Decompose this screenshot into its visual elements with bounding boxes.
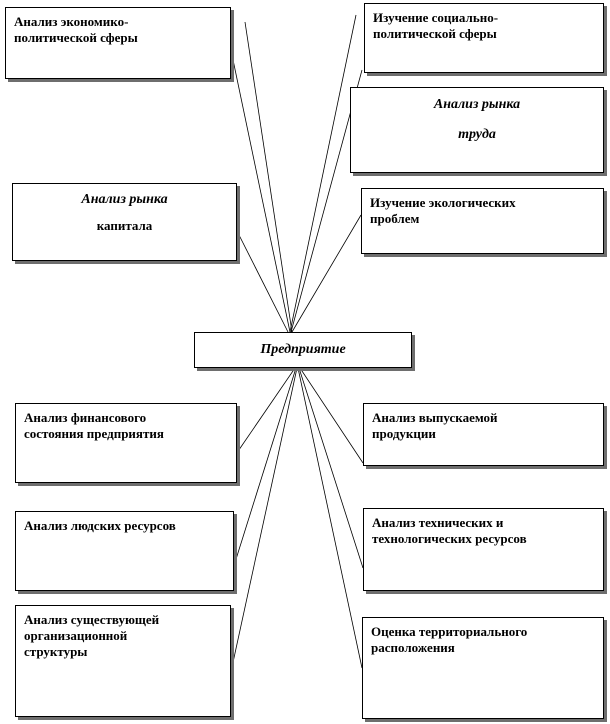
box-social-political: Изучение социально- политической сферы	[364, 3, 604, 73]
box-territory-line-2: расположения	[371, 640, 455, 655]
box-capital-market-line-2: капитала	[96, 218, 153, 233]
box-enterprise: Предприятие	[194, 332, 412, 368]
box-enterprise-label: Предприятие	[260, 342, 346, 357]
box-financial-state-line-1: Анализ финансового	[24, 410, 147, 425]
box-technical-resources-line-1: Анализ технических и	[372, 515, 504, 530]
box-economic-political-line-2: политической сферы	[14, 30, 138, 45]
box-economic-political: Анализ экономико- политической сферы	[5, 7, 231, 79]
box-org-structure-line-3: структуры	[24, 644, 88, 659]
box-human-resources-line-1: Анализ людских ресурсов	[24, 518, 176, 533]
connector-capital	[237, 232, 289, 333]
box-ecology-line-2: проблем	[370, 211, 420, 226]
box-org-structure-line-1: Анализ существующей	[24, 612, 160, 627]
box-social-political-line-2: политической сферы	[373, 26, 497, 41]
box-technical-resources: Анализ технических и технологических рес…	[363, 508, 604, 591]
box-org-structure: Анализ существующей организационной стру…	[15, 605, 231, 717]
box-labor-market-line-2: труда	[458, 127, 496, 142]
box-labor-market: Анализ рынка труда	[350, 87, 604, 173]
connector-territory	[297, 367, 363, 669]
connector-econ-b	[244, 21, 293, 333]
box-products-line-2: продукции	[372, 426, 436, 441]
box-social-political-line-1: Изучение социально-	[373, 10, 499, 25]
box-territory: Оценка территориального расположения	[362, 617, 604, 719]
box-financial-state-line-2: состояния предприятия	[24, 426, 164, 441]
connector-econ-a	[231, 54, 291, 333]
box-financial-state: Анализ финансового состояния предприятия	[15, 403, 237, 483]
box-products: Анализ выпускаемой продукции	[363, 403, 604, 466]
box-labor-market-line-1: Анализ рынка	[433, 97, 521, 112]
box-ecology-line-1: Изучение экологических	[370, 195, 516, 210]
box-products-line-1: Анализ выпускаемой	[372, 410, 498, 425]
connector-products	[299, 367, 364, 464]
connector-ecology	[291, 214, 362, 333]
connector-people	[231, 367, 297, 573]
connector-org	[231, 367, 298, 668]
box-territory-line-1: Оценка территориального	[371, 624, 528, 639]
box-economic-political-line-1: Анализ экономико-	[14, 14, 129, 29]
connector-tech	[298, 367, 364, 569]
box-ecology: Изучение экологических проблем	[361, 188, 604, 254]
connector-finance	[231, 367, 296, 461]
box-human-resources: Анализ людских ресурсов	[15, 511, 234, 591]
box-capital-market: Анализ рынка капитала	[12, 183, 237, 261]
connector-social-a	[289, 14, 357, 333]
box-technical-resources-line-2: технологических ресурсов	[372, 531, 527, 546]
box-capital-market-line-1: Анализ рынка	[81, 192, 168, 207]
box-org-structure-line-2: организационной	[24, 628, 128, 643]
